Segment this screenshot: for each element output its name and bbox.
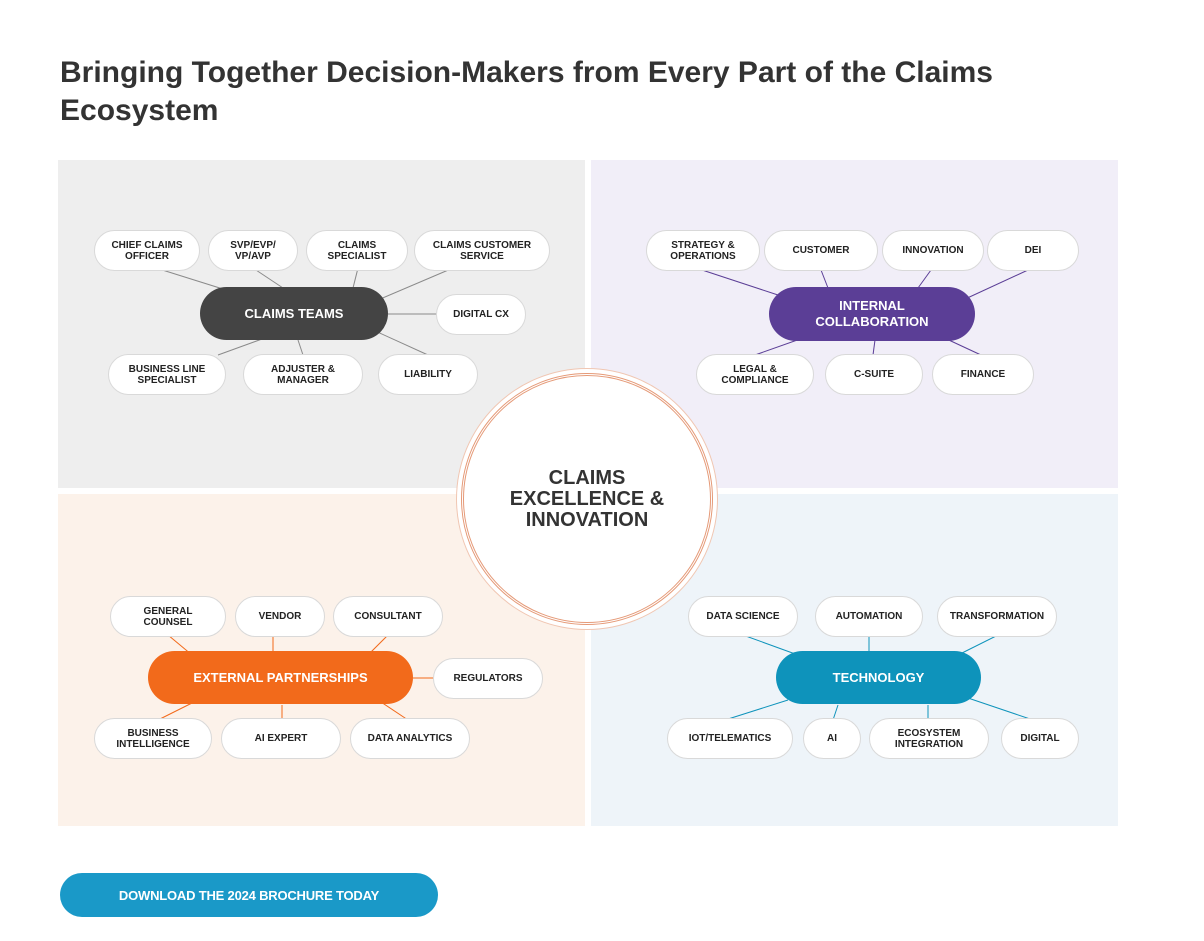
- node-dei: DEI: [987, 230, 1079, 271]
- node-general-counsel: GENERAL COUNSEL: [110, 596, 226, 637]
- node-data-analytics: DATA ANALYTICS: [350, 718, 470, 759]
- hub-claims-teams: CLAIMS TEAMS: [200, 287, 388, 340]
- node-digital-cx: DIGITAL CX: [436, 294, 526, 335]
- center-label: CLAIMS EXCELLENCE & INNOVATION: [509, 466, 665, 531]
- node-strategy-operations: STRATEGY & OPERATIONS: [646, 230, 760, 271]
- node-consultant: CONSULTANT: [333, 596, 443, 637]
- node-chief-claims-officer: CHIEF CLAIMS OFFICER: [94, 230, 200, 271]
- node-ai: AI: [803, 718, 861, 759]
- node-claims-specialist: CLAIMS SPECIALIST: [306, 230, 408, 271]
- node-business-line-specialist: BUSINESS LINE SPECIALIST: [108, 354, 226, 395]
- node-iot-telematics: IOT/TELEMATICS: [667, 718, 793, 759]
- center-circle: CLAIMS EXCELLENCE & INNOVATION: [461, 373, 713, 625]
- page-title: Bringing Together Decision-Makers from E…: [60, 56, 993, 127]
- node-transformation: TRANSFORMATION: [937, 596, 1057, 637]
- hub-internal-collaboration: INTERNAL COLLABORATION: [769, 287, 975, 341]
- node-claims-customer-service: CLAIMS CUSTOMER SERVICE: [414, 230, 550, 271]
- node-adjuster-manager: ADJUSTER & MANAGER: [243, 354, 363, 395]
- node-ecosystem-integration: ECOSYSTEM INTEGRATION: [869, 718, 989, 759]
- node-finance: FINANCE: [932, 354, 1034, 395]
- node-liability: LIABILITY: [378, 354, 478, 395]
- node-svp-evp-vp-avp: SVP/EVP/ VP/AVP: [208, 230, 298, 271]
- node-legal-compliance: LEGAL & COMPLIANCE: [696, 354, 814, 395]
- node-vendor: VENDOR: [235, 596, 325, 637]
- node-business-intelligence: BUSINESS INTELLIGENCE: [94, 718, 212, 759]
- node-data-science: DATA SCIENCE: [688, 596, 798, 637]
- node-digital: DIGITAL: [1001, 718, 1079, 759]
- hub-technology: TECHNOLOGY: [776, 651, 981, 704]
- node-c-suite: C-SUITE: [825, 354, 923, 395]
- node-innovation: INNOVATION: [882, 230, 984, 271]
- node-regulators: REGULATORS: [433, 658, 543, 699]
- node-automation: AUTOMATION: [815, 596, 923, 637]
- download-brochure-button[interactable]: DOWNLOAD THE 2024 BROCHURE TODAY: [60, 873, 438, 917]
- node-customer: CUSTOMER: [764, 230, 878, 271]
- node-ai-expert: AI EXPERT: [221, 718, 341, 759]
- connector-lines: [155, 266, 1034, 721]
- claims-ecosystem-diagram: CHIEF CLAIMS OFFICER SVP/EVP/ VP/AVP CLA…: [58, 160, 1118, 826]
- hub-external-partnerships: EXTERNAL PARTNERSHIPS: [148, 651, 413, 704]
